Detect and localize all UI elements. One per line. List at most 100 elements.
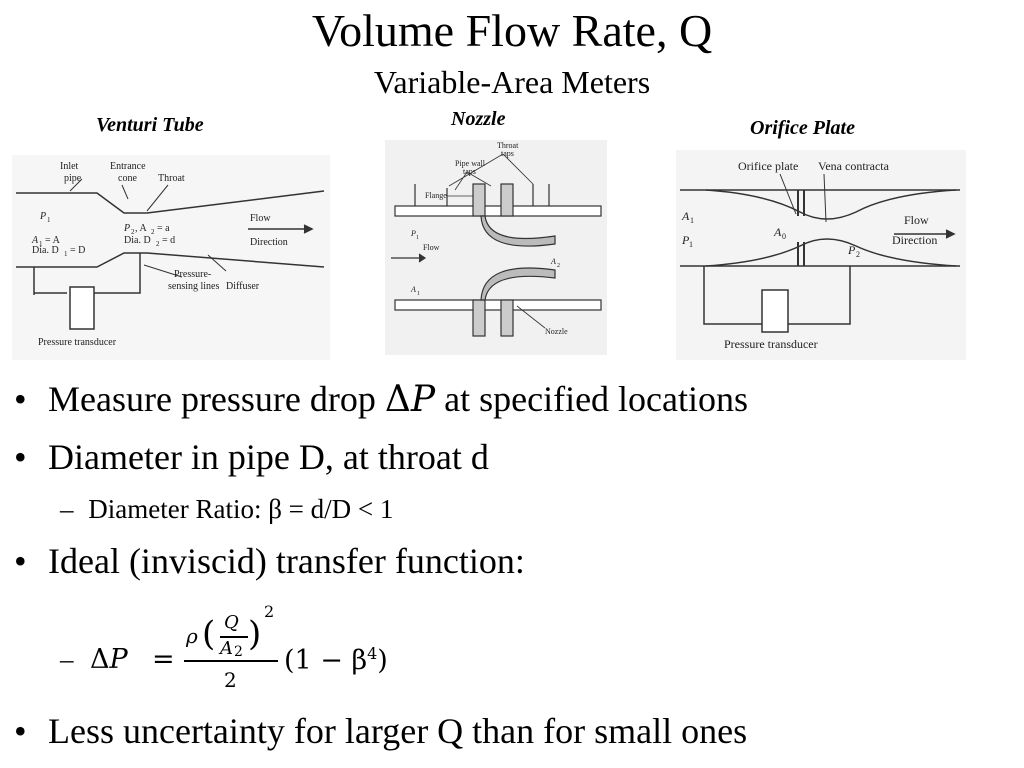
area-subscript: 2 — [234, 644, 243, 660]
flow-variable: Q — [224, 612, 239, 633]
nozzle-label-throat-taps-1: Throat — [497, 141, 519, 150]
nozzle-diagram: Throat taps Pipe wall taps Flange P 1 Fl… — [385, 140, 607, 355]
orifice-label-transducer: Pressure transducer — [724, 337, 818, 351]
area-variable: A — [220, 638, 233, 659]
venturi-label-cone: cone — [118, 173, 137, 184]
venturi-caption: Venturi Tube — [96, 114, 204, 136]
venturi-label-p1-sub: 1 — [47, 216, 51, 224]
nozzle-flange-top-2 — [500, 183, 514, 217]
orifice-caption: Orifice Plate — [750, 117, 855, 139]
orifice-label-p2-sub: 2 — [856, 250, 860, 259]
slide-title: Volume Flow Rate, Q — [311, 5, 713, 56]
bullet-text-rest: at specified locations — [435, 379, 749, 419]
orifice-label-a0: A — [773, 225, 782, 239]
nozzle-flange-top — [472, 183, 486, 217]
orifice-label-vena: Vena contracta — [818, 159, 890, 173]
venturi-label-sensing-1: Pressure- — [174, 269, 211, 280]
orifice-plate-bottom — [797, 242, 805, 266]
equation-transfer-function: – ΔP = ρ ( Q A 2 ) 2 2 (1 − β4) — [60, 600, 560, 700]
venturi-tube-diagram: Inlet pipe Entrance cone Throat P 1 A 1 … — [12, 155, 330, 360]
bullet-dot: • — [14, 379, 27, 419]
bullet-text: Measure pressure drop — [48, 379, 385, 419]
nozzle-bottom-wall — [394, 299, 602, 311]
nozzle-label-flow: Flow — [423, 243, 440, 252]
venturi-sensing-lines — [33, 253, 141, 295]
venturi-label-inlet: Inlet — [60, 161, 79, 172]
paren-open: ( — [202, 614, 216, 654]
nozzle-label-throat-taps-2: taps — [501, 149, 514, 158]
venturi-label-p2: P — [123, 223, 130, 234]
orifice-plate-top — [797, 190, 805, 216]
bullet-dot: • — [14, 541, 27, 581]
venturi-top-wall — [16, 190, 325, 214]
inner-fraction-bar — [220, 636, 248, 638]
nozzle-label-p1-sub: 1 — [416, 235, 419, 241]
fraction-bar — [184, 660, 278, 662]
nozzle-label-flange: Flange — [425, 191, 447, 200]
orifice-plate-diagram: Orifice plate Vena contracta A 1 P 1 A 0… — [676, 150, 966, 360]
venturi-label-dia1: Dia. D — [32, 245, 59, 256]
nozzle-label-a2: A — [550, 257, 556, 266]
delta-symbol: Δ — [384, 379, 411, 420]
sub-bullet-dash: – — [60, 644, 74, 674]
nozzle-upper-profile — [480, 215, 556, 247]
pressure-variable: P — [410, 379, 436, 420]
denominator: 2 — [224, 668, 237, 692]
venturi-label-a2-sub: 2 — [151, 228, 155, 236]
nozzle-label-a1-sub: 1 — [417, 291, 420, 297]
rho-symbol: ρ — [186, 624, 198, 648]
delta-symbol: Δ — [90, 644, 110, 675]
nozzle-flange-bottom-2 — [500, 299, 514, 337]
slide-subtitle: Variable-Area Meters — [373, 64, 651, 100]
venturi-label-dia2-sub: 2 — [156, 240, 160, 248]
orifice-label-p1-sub: 1 — [689, 240, 693, 249]
orifice-label-plate: Orifice plate — [738, 159, 798, 173]
venturi-label-a2-eq: = a — [157, 223, 170, 234]
venturi-label-dia1-sub: 1 — [64, 250, 68, 258]
equation-fraction: ρ ( Q A 2 ) 2 2 — [184, 602, 278, 702]
venturi-label-dia2-eq: = d — [162, 235, 175, 246]
bullet-text: Diameter in pipe D, at throat d — [48, 437, 489, 477]
sub-bullet-diameter-ratio: – Diameter Ratio: β = d/D < 1 — [60, 492, 393, 526]
orifice-label-direction: Direction — [892, 233, 937, 247]
nozzle-caption: Nozzle — [451, 108, 506, 130]
beta-factor: (1 − β4) — [284, 644, 388, 676]
paren-close: ) — [248, 614, 262, 654]
pressure-variable: P — [109, 644, 128, 675]
sub-bullet-dash: – — [60, 494, 74, 524]
orifice-label-a1: A — [681, 209, 690, 223]
nozzle-label-nozzle: Nozzle — [545, 327, 568, 336]
venturi-label-a1-sub: 1 — [39, 240, 43, 248]
venturi-label-a1-eq: = A — [45, 235, 61, 246]
venturi-label-transducer: Pressure transducer — [38, 337, 117, 348]
venturi-bottom-wall — [16, 252, 325, 268]
nozzle-top-wall — [394, 205, 602, 217]
nozzle-label-a1: A — [410, 285, 416, 294]
nozzle-label-p1: P — [410, 229, 416, 238]
orifice-flow-top — [705, 189, 957, 220]
nozzle-lower-profile — [480, 267, 556, 301]
venturi-label-pipe: pipe — [64, 173, 82, 184]
venturi-label-p2-sub: 2 — [131, 228, 135, 236]
orifice-label-a0-sub: 0 — [782, 232, 786, 241]
bullet-dot: • — [14, 711, 27, 751]
orifice-transducer-box — [761, 289, 789, 333]
orifice-sensing-lines — [703, 266, 851, 325]
bullet-text: Ideal (inviscid) transfer function: — [48, 541, 525, 581]
equation-lhs: ΔP — [90, 644, 128, 675]
orifice-label-p1: P — [681, 233, 690, 247]
venturi-label-dia1-eq: = D — [70, 245, 85, 256]
equals-sign: = — [152, 644, 175, 675]
nozzle-label-pipe-wall-1: Pipe wall — [455, 159, 486, 168]
bullet-text: Less uncertainty for larger Q than for s… — [48, 711, 748, 751]
nozzle-label-pipe-wall-2: taps — [463, 167, 476, 176]
venturi-label-dia2: Dia. D — [124, 235, 151, 246]
venturi-label-direction: Direction — [250, 237, 288, 248]
orifice-flow-bottom — [705, 238, 957, 267]
bullet-dot: • — [14, 437, 27, 477]
venturi-label-entrance: Entrance — [110, 161, 146, 172]
venturi-transducer-box — [69, 286, 95, 330]
venturi-label-a1: A — [31, 235, 39, 246]
nozzle-label-a2-sub: 2 — [557, 263, 560, 269]
nozzle-flange-bottom — [472, 299, 486, 337]
